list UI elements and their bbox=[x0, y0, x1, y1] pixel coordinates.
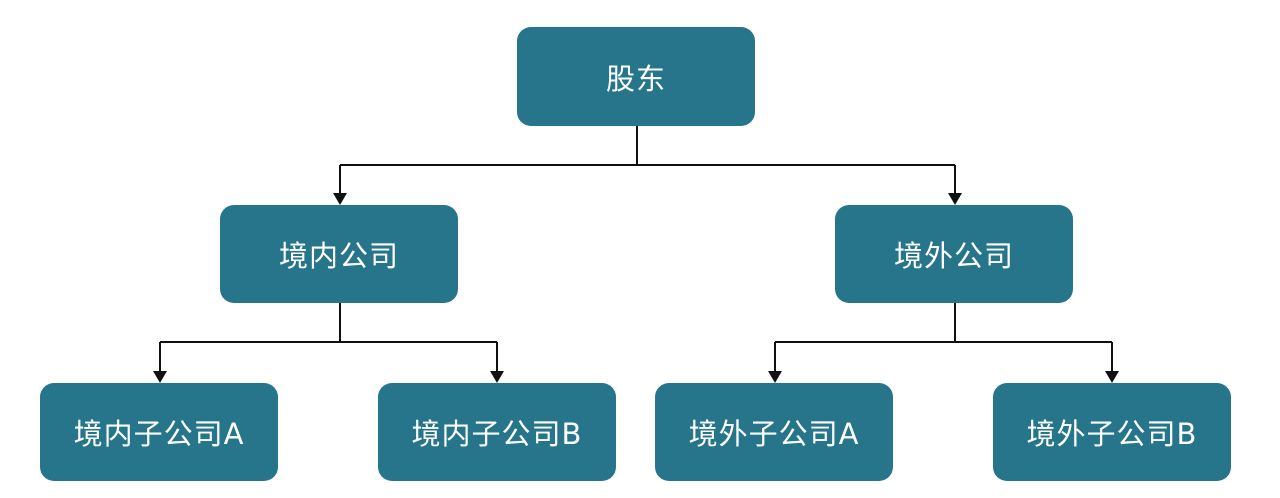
node-overseas-subsidiary-a-label: 境外子公司A bbox=[688, 417, 860, 451]
node-shareholders-label: 股东 bbox=[605, 61, 666, 96]
node-overseas-company: 境外公司 bbox=[835, 205, 1073, 303]
arrowhead-to-domestic-a bbox=[153, 371, 167, 383]
node-domestic-subsidiary-a: 境内子公司A bbox=[40, 383, 278, 481]
arrowhead-to-overseas-b bbox=[1105, 371, 1119, 383]
arrowhead-to-domestic-b bbox=[490, 371, 504, 383]
node-shareholders: 股东 bbox=[517, 27, 755, 126]
node-overseas-subsidiary-a: 境外子公司A bbox=[655, 383, 893, 481]
node-domestic-subsidiary-b: 境内子公司B bbox=[378, 383, 616, 481]
arrowhead-to-domestic bbox=[333, 193, 347, 205]
node-domestic-subsidiary-b-label: 境内子公司B bbox=[411, 417, 583, 451]
node-overseas-subsidiary-b: 境外子公司B bbox=[993, 383, 1231, 481]
arrowhead-to-overseas bbox=[948, 193, 962, 205]
node-domestic-company: 境内公司 bbox=[220, 205, 458, 303]
node-overseas-company-label: 境外公司 bbox=[893, 239, 1014, 273]
node-overseas-subsidiary-b-label: 境外子公司B bbox=[1026, 417, 1198, 451]
arrowhead-to-overseas-a bbox=[768, 371, 782, 383]
node-domestic-company-label: 境内公司 bbox=[278, 239, 399, 273]
node-domestic-subsidiary-a-label: 境内子公司A bbox=[73, 417, 245, 451]
